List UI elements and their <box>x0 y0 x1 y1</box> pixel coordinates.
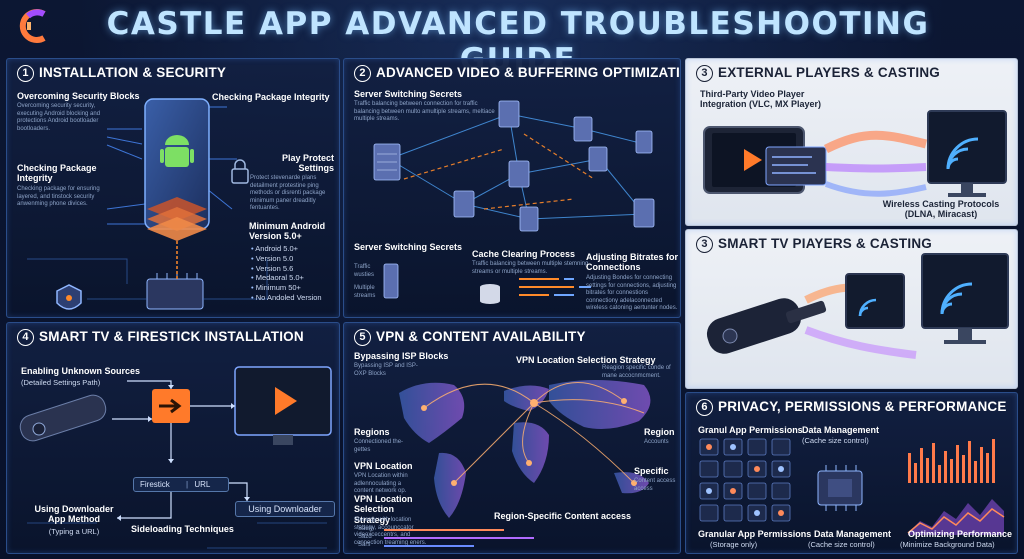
region-specific-title: Region-Specific Content access <box>494 511 632 521</box>
switch-title: Server Switching Secrets <box>354 89 463 99</box>
legend-item: Sazd <box>358 534 372 540</box>
regions-title: Regions <box>354 427 390 437</box>
region-right-sub: Accounts <box>644 439 669 445</box>
blocks-sub: Overcoming security security, executing … <box>17 103 101 132</box>
data2-sub: (Cache size control) <box>808 540 875 549</box>
firestick-url-field[interactable]: Firestick | URL <box>133 477 229 492</box>
regions-sub: Connectioned the-gettes <box>354 439 404 453</box>
perm-title: Granul App Permissions <box>698 425 803 435</box>
downloader-sub: (Typing a URL) <box>48 527 100 536</box>
specific-sub: Content access access <box>634 478 676 492</box>
vpn-select-title: VPN Location Selection Strategy <box>516 355 656 365</box>
specific-title: Specific <box>634 466 669 476</box>
version-item: Version 5.6 <box>251 264 322 274</box>
bitrate-title: Adjusting Bitrates for Connections <box>586 252 679 273</box>
min-version-title: Minimum Android Version 5.0+ <box>249 221 326 242</box>
sideload-title: Sideloading Techniques <box>131 524 234 534</box>
player-title: Third-Party Video Player Integration (VL… <box>700 89 822 110</box>
vpn-select-sub: Reagion specific conde of mane accocnmcm… <box>602 365 671 379</box>
blocks-title: Overcoming Security Blocks <box>17 91 140 101</box>
cache-sub: Traffic balancing between multiple stemn… <box>472 261 589 275</box>
vpn-location-sub: VPN Location within adlennoculating a co… <box>354 473 408 494</box>
smart-tv-casting-illustration <box>706 253 1009 359</box>
unknown-sub: (Detailed Settings Path) <box>21 378 101 387</box>
header: CASTLE APP ADVANCED TROUBLESHOOTING GUID… <box>0 0 1024 78</box>
cast-title: Wireless Casting Protocols (DLNA, Miraca… <box>882 199 1000 220</box>
bitrate-sub: Adjusting Bondes for connecting settings… <box>586 275 678 311</box>
data-sub: (Cache size control) <box>802 436 869 445</box>
isp-title: Bypassing ISP Blocks <box>354 351 449 361</box>
data-title: Data Management <box>802 425 880 435</box>
external-players-illustration <box>703 110 1007 197</box>
castle-c-logo-icon <box>19 9 46 43</box>
version-item: No Andoled Version <box>251 293 322 303</box>
privacy-illustration <box>699 438 1005 535</box>
isp-sub: Bypassing ISP and ISP-OXP Blocks <box>354 363 418 377</box>
legend-item: Sars <box>358 542 371 548</box>
protect-title: Play Protect Settings <box>281 153 334 174</box>
perf-title: Optimizing Performance <box>908 529 1013 539</box>
switch-sub: Traffic balancing between connection for… <box>354 101 495 122</box>
pkg-title-left: Checking Package Integrity <box>17 163 97 184</box>
page-title: CASTLE APP ADVANCED TROUBLESHOOTING GUID… <box>106 6 930 78</box>
version-list: Android 5.0+ Version 5.0 Version 5.6 Med… <box>251 244 322 303</box>
switch-title-2: Server Switching Secrets <box>354 242 463 252</box>
installation-illustration <box>27 98 268 310</box>
perf-sub: (Minimize Background Data) <box>900 540 995 549</box>
firestick-illustration <box>19 366 332 549</box>
pkg-title-right: Checking Package Integrity <box>212 92 330 102</box>
mini-label-1: Traffic wusties <box>354 264 375 278</box>
mini-label-2: Multiple streams <box>354 285 376 299</box>
world-map-illustration <box>384 380 651 547</box>
firestick-label: Firestick <box>140 480 170 489</box>
server-network-illustration <box>373 100 655 304</box>
version-item: Medaoral 5.0+ <box>251 273 322 283</box>
unknown-title: Enabling Unknown Sources <box>21 366 141 376</box>
perm2-title: Granular App Permissions <box>698 529 812 539</box>
data2-title: Data Management <box>814 529 892 539</box>
version-item: Minimum 50+ <box>251 283 322 293</box>
region-right-title: Region <box>644 427 675 437</box>
protect-sub: Protect stevenarde plans detailment prot… <box>250 175 326 211</box>
cache-title: Cache Clearing Process <box>472 249 576 259</box>
pkg-sub-left: Checking package for ensuring layered, a… <box>17 186 100 207</box>
vpn-select-sub-2: Sterargy with location stattegy, accounc… <box>354 517 427 546</box>
legend-item: Sauly <box>358 526 374 532</box>
downloader-title: Using Downloader App Method <box>34 504 114 525</box>
using-downloader-button[interactable]: Using Downloader <box>235 501 335 517</box>
url-label: URL <box>194 480 211 489</box>
perm2-sub: (Storage only) <box>710 540 758 549</box>
vpn-location-title: VPN Location <box>354 461 413 471</box>
vpn-select-title-2: VPN Location Selection Strategy <box>354 494 413 525</box>
version-item: Version 5.0 <box>251 254 322 264</box>
version-item: Android 5.0+ <box>251 244 322 254</box>
